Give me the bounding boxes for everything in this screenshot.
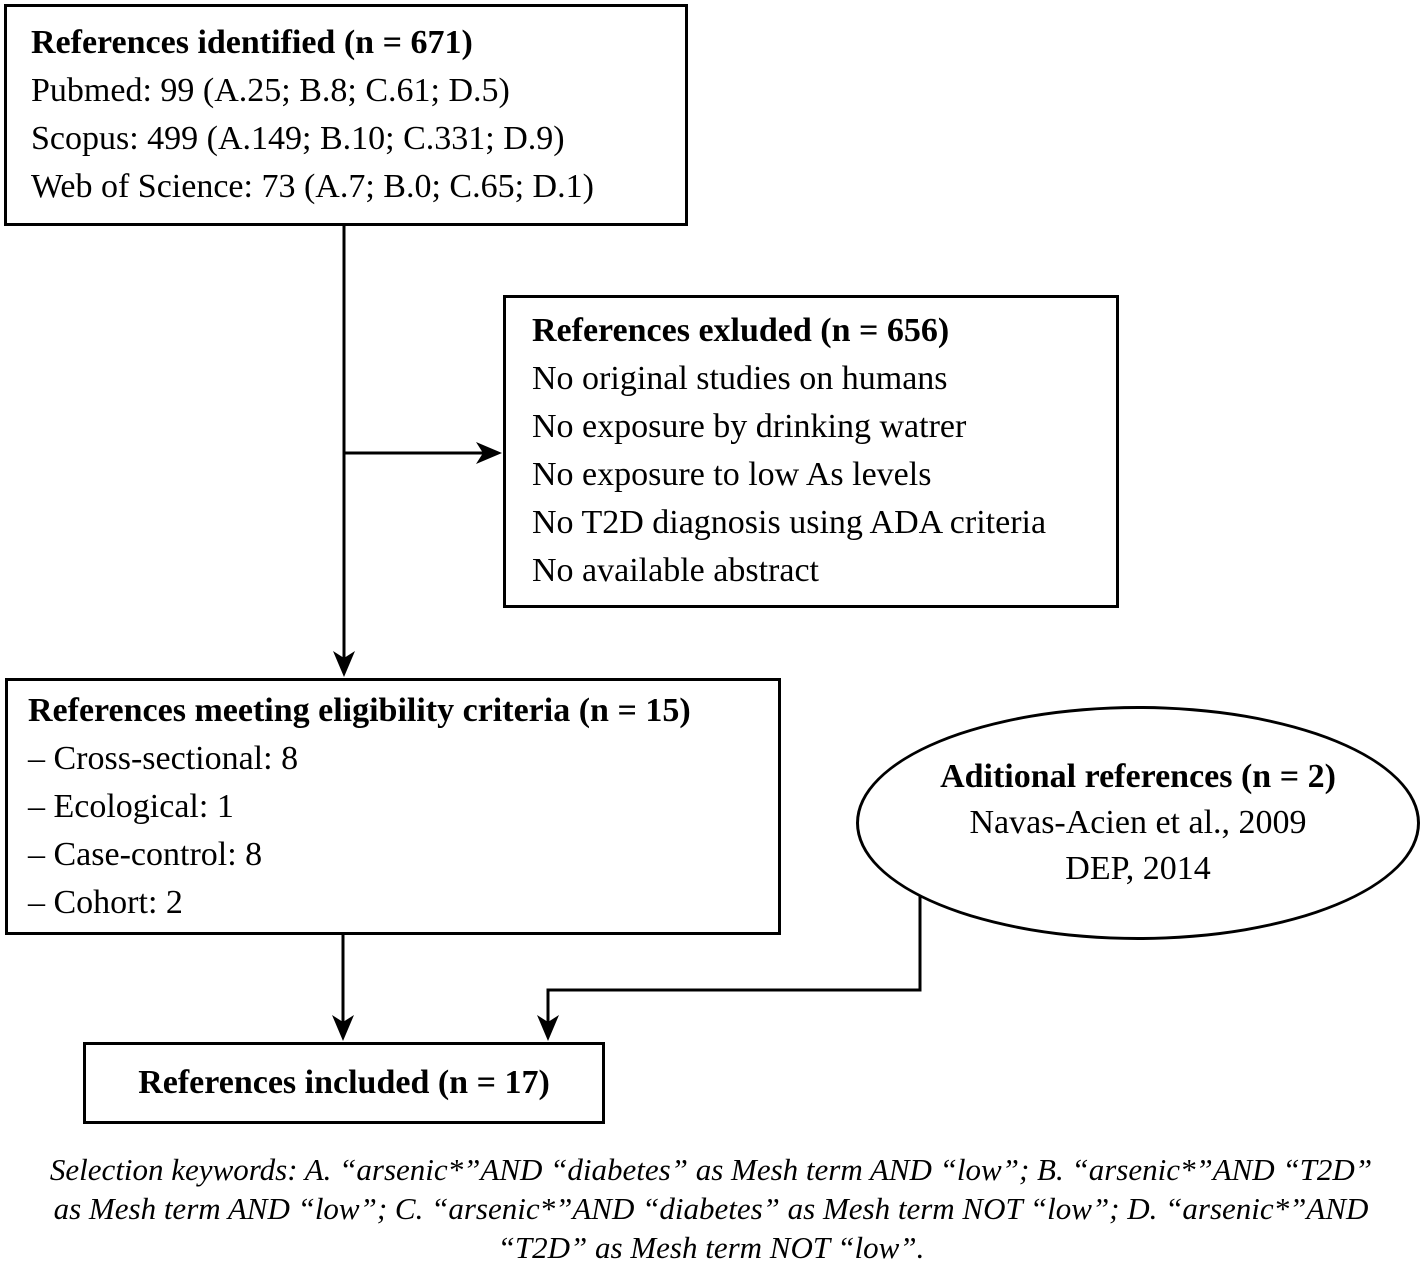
excluded-reason-5: No available abstract — [532, 552, 819, 589]
excluded-reason-2: No exposure by drinking watrer — [532, 408, 967, 445]
caption-line-2: as Mesh term AND “low”; C. “arsenic*”AND… — [53, 1191, 1369, 1226]
identified-line-scopus: Scopus: 499 (A.149; B.10; C.331; D.9) — [31, 120, 565, 157]
references-eligible-box: References meeting eligibility criteria … — [5, 678, 781, 935]
eligible-ecological: – Ecological: 1 — [28, 788, 234, 825]
excluded-reason-1: No original studies on humans — [532, 360, 948, 397]
additional-references-title: Aditional references (n = 2) — [940, 758, 1336, 795]
references-excluded-box: References exluded (n = 656) No original… — [503, 295, 1119, 608]
additional-reference-2: DEP, 2014 — [1065, 850, 1211, 887]
additional-references-ellipse: Aditional references (n = 2) Navas-Acien… — [856, 706, 1420, 940]
identified-line-web-of-science: Web of Science: 73 (A.7; B.0; C.65; D.1) — [31, 168, 594, 205]
selection-keywords-caption: Selection keywords: A. “arsenic*”AND “di… — [0, 1150, 1422, 1266]
eligible-case-control: – Case-control: 8 — [28, 836, 263, 873]
excluded-reason-4: No T2D diagnosis using ADA criteria — [532, 504, 1047, 541]
arrow-additional-to-included — [546, 890, 922, 1026]
references-excluded-title: References exluded (n = 656) — [532, 312, 950, 349]
eligible-cohort: – Cohort: 2 — [28, 884, 183, 921]
arrowhead-additional-to-included — [537, 1015, 559, 1041]
caption-line-3: “T2D” as Mesh term NOT “low”. — [497, 1230, 925, 1265]
references-included-box: References included (n = 17) — [83, 1042, 605, 1124]
eligible-cross-sectional: – Cross-sectional: 8 — [28, 740, 299, 777]
arrowhead-branch-to-excluded — [476, 442, 502, 464]
references-identified-title: References identified (n = 671) — [31, 24, 473, 61]
references-identified-box: References identified (n = 671) Pubmed: … — [4, 4, 688, 226]
references-included-title: References included (n = 17) — [138, 1064, 550, 1101]
arrowhead-eligible-to-included — [332, 1015, 354, 1041]
identified-line-pubmed: Pubmed: 99 (A.25; B.8; C.61; D.5) — [31, 72, 510, 109]
references-eligible-title: References meeting eligibility criteria … — [28, 692, 691, 729]
excluded-reason-3: No exposure to low As levels — [532, 456, 932, 493]
additional-reference-1: Navas-Acien et al., 2009 — [969, 804, 1307, 841]
arrowhead-identified-to-eligible — [333, 651, 355, 677]
caption-line-1: Selection keywords: A. “arsenic*”AND “di… — [49, 1152, 1373, 1187]
